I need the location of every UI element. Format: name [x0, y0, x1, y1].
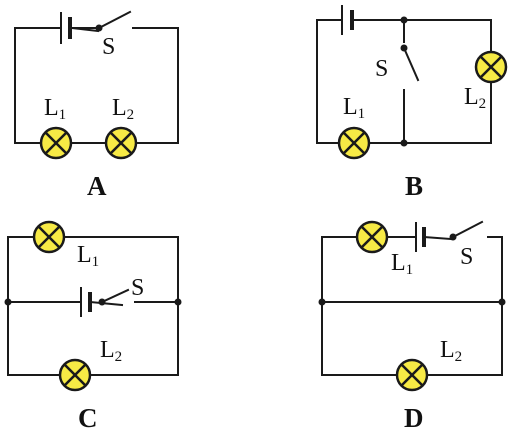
battery-icon: [341, 5, 354, 35]
caption-d: D: [404, 403, 424, 433]
lamp2-label: L2: [100, 337, 122, 365]
switch-icon: [400, 44, 420, 82]
switch-label: S: [102, 34, 115, 60]
circuit-a: S L1 L2 A: [14, 10, 179, 201]
switch-label: S: [460, 244, 473, 270]
circuit-c: S L1 L2 C: [4, 220, 182, 433]
switch-icon: [449, 220, 489, 241]
caption-c: C: [78, 403, 98, 433]
lamp-icon: [39, 126, 73, 160]
battery-icon: [415, 222, 426, 252]
junction-dot-icon: [400, 139, 408, 147]
lamp2-label: L2: [112, 95, 134, 123]
lamp1-label: L1: [44, 95, 66, 123]
junction-dot-icon: [4, 298, 12, 306]
junction-dot-icon: [318, 298, 326, 306]
caption-a: A: [87, 171, 107, 201]
circuit-d: S L1 L2 D: [318, 220, 506, 433]
switch-label: S: [375, 56, 388, 82]
junction-dot-icon: [174, 298, 182, 306]
junction-dot-icon: [498, 298, 506, 306]
switch-icon: [95, 10, 134, 32]
switch-label: S: [131, 275, 144, 301]
lamp-icon: [355, 220, 389, 254]
lamp-icon: [104, 126, 138, 160]
lamp1-label: L1: [77, 242, 99, 270]
lamp2-label: L2: [440, 337, 462, 365]
lamp1-label: L1: [391, 250, 413, 278]
lamp-icon: [395, 358, 429, 392]
lamp1-label: L1: [343, 94, 365, 122]
battery-icon: [80, 287, 92, 317]
switch-icon: [98, 288, 130, 306]
lamp-icon: [58, 358, 92, 392]
lamp2-label: L2: [464, 84, 486, 112]
junction-dot-icon: [400, 16, 408, 24]
lamp-icon: [32, 220, 66, 254]
lamp-icon: [337, 126, 371, 160]
battery-icon: [60, 12, 99, 44]
lamp-icon: [474, 50, 508, 84]
circuit-b: S L1 L2 B: [316, 5, 508, 201]
caption-b: B: [405, 171, 423, 201]
